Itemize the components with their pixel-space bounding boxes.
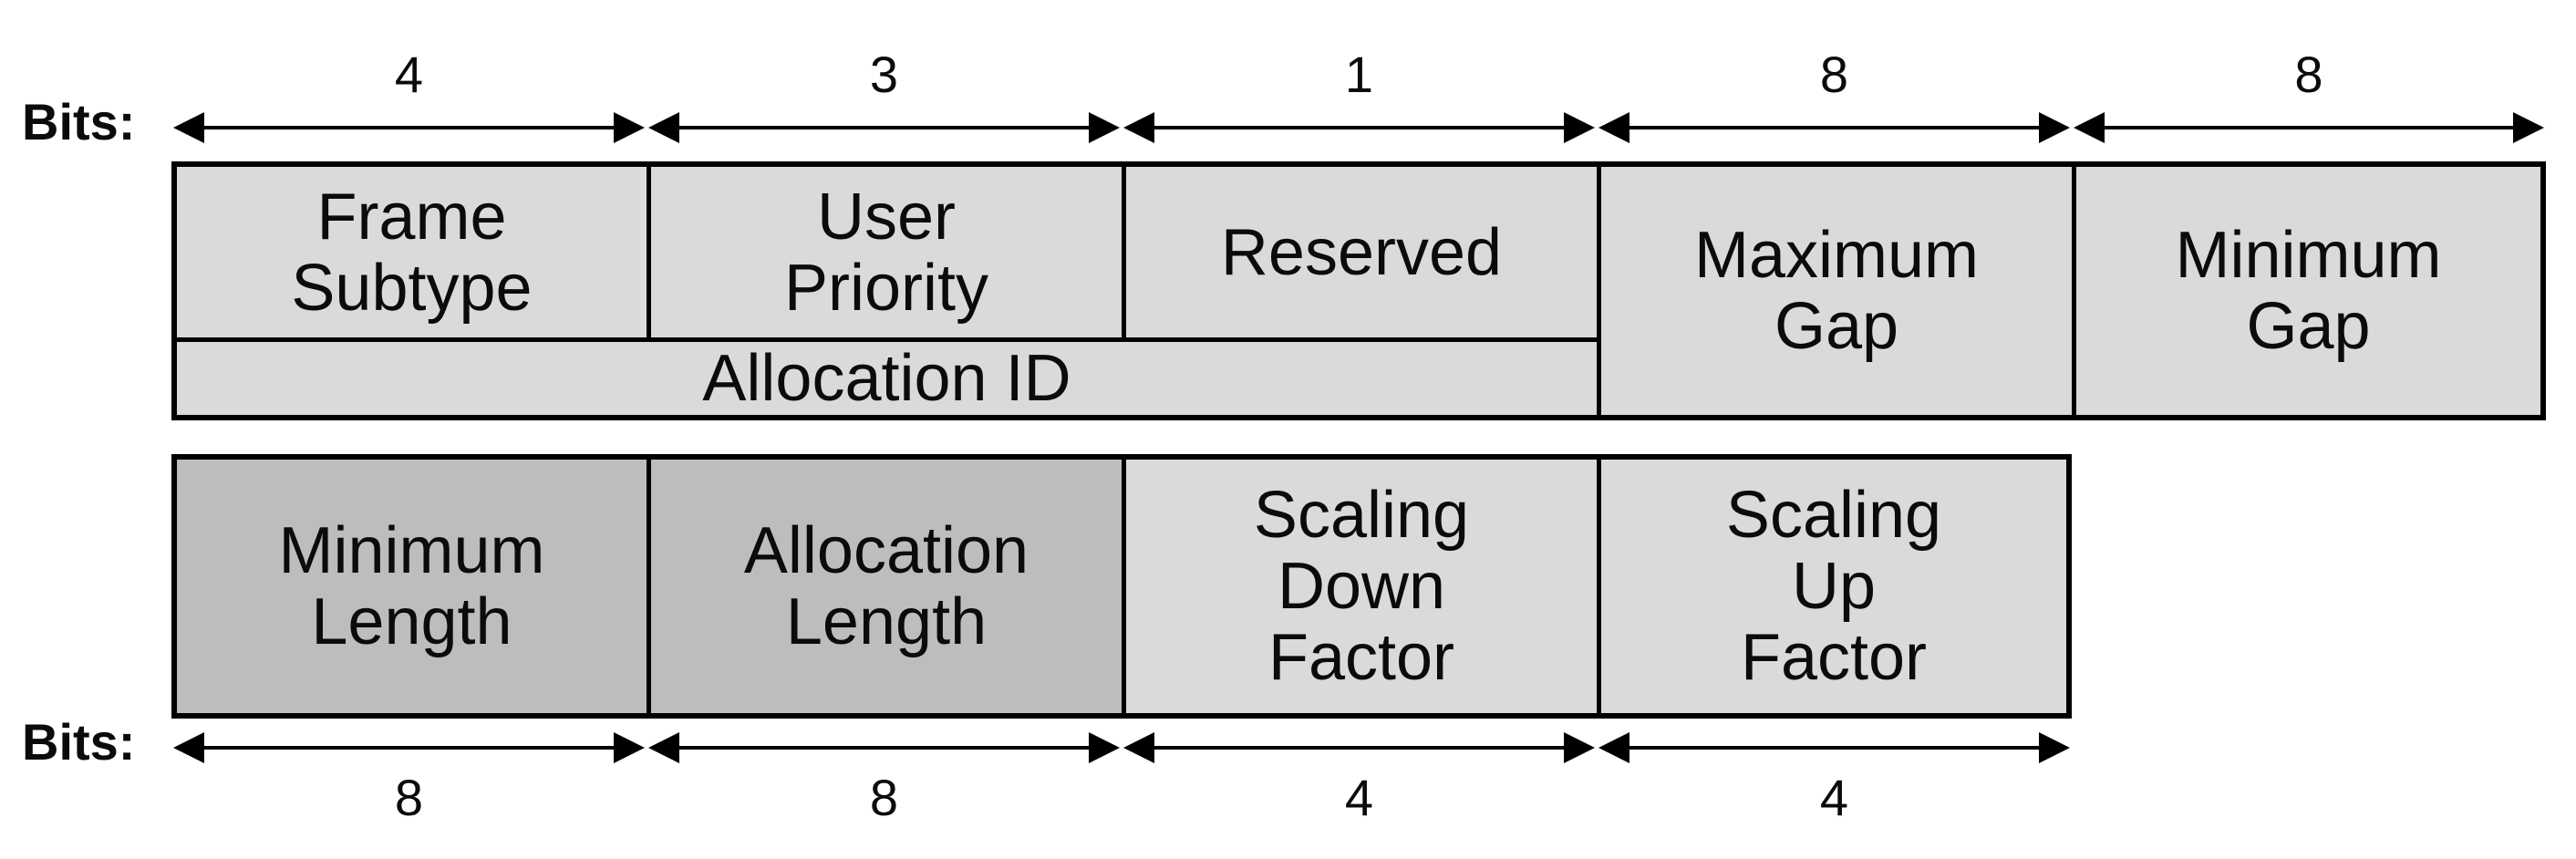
arrowhead-right bbox=[614, 732, 645, 763]
double-headed-arrow bbox=[647, 732, 1122, 763]
arrowhead-left bbox=[648, 112, 679, 143]
arrowhead-right bbox=[2513, 112, 2544, 143]
double-headed-arrow bbox=[1597, 732, 2072, 763]
bit-count: 1 bbox=[1344, 46, 1374, 103]
arrow-line bbox=[1154, 746, 1564, 750]
field-minimum-length: Minimum Length bbox=[177, 460, 651, 713]
bits-label-bottom: Bits: bbox=[22, 713, 136, 771]
bitwidth-minimum-gap: 8 bbox=[2072, 49, 2546, 143]
arrowhead-left bbox=[1598, 112, 1629, 143]
arrow-line bbox=[1154, 126, 1564, 129]
bit-count: 8 bbox=[1819, 46, 1849, 103]
double-headed-arrow bbox=[1122, 732, 1597, 763]
arrowhead-right bbox=[2039, 732, 2070, 763]
double-headed-arrow bbox=[2072, 112, 2546, 143]
field-scaling-down-factor: Scaling Down Factor bbox=[1126, 460, 1601, 713]
double-headed-arrow bbox=[647, 112, 1122, 143]
arrowhead-right bbox=[1089, 112, 1120, 143]
arrowhead-right bbox=[1089, 732, 1120, 763]
field-frame-subtype: Frame Subtype bbox=[177, 167, 651, 337]
arrowhead-left bbox=[1123, 732, 1154, 763]
field-reserved: Reserved bbox=[1220, 215, 1503, 289]
arrow-line bbox=[679, 746, 1089, 750]
arrowhead-left bbox=[1598, 732, 1629, 763]
double-headed-arrow bbox=[171, 732, 647, 763]
bit-count: 4 bbox=[394, 46, 424, 103]
field-scaling-up-factor: Scaling Up Factor bbox=[1725, 479, 1942, 694]
field-maximum-gap: Maximum Gap bbox=[1601, 167, 2076, 415]
arrowhead-left bbox=[173, 112, 204, 143]
bit-count: 3 bbox=[869, 46, 899, 103]
bit-count: 4 bbox=[1344, 769, 1374, 826]
bitwidth-frame-subtype: 4 bbox=[171, 49, 647, 143]
bitwidth-reserved: 1 bbox=[1122, 49, 1597, 143]
arrow-line bbox=[204, 126, 614, 129]
arrowhead-left bbox=[648, 732, 679, 763]
bitwidth-scaling-down-factor: 4 bbox=[1122, 732, 1597, 823]
allocation-id-group: Frame Subtype User Priority Reserved All… bbox=[177, 167, 1601, 415]
arrowhead-right bbox=[1564, 112, 1595, 143]
arrow-line bbox=[1629, 746, 2039, 750]
arrowhead-right bbox=[2039, 112, 2070, 143]
upper-subrow: Frame Subtype User Priority Reserved bbox=[177, 167, 1597, 342]
field-minimum-gap: Minimum Gap bbox=[2175, 219, 2442, 363]
arrow-line bbox=[679, 126, 1089, 129]
arrowhead-right bbox=[614, 112, 645, 143]
field-user-priority: User Priority bbox=[651, 167, 1126, 337]
arrow-line bbox=[1629, 126, 2039, 129]
bitwidth-maximum-gap: 8 bbox=[1597, 49, 2072, 143]
arrow-line bbox=[2105, 126, 2513, 129]
arrowhead-left bbox=[1123, 112, 1154, 143]
arrowhead-right bbox=[1564, 732, 1595, 763]
bitwidth-allocation-length: 8 bbox=[647, 732, 1122, 823]
bit-count: 8 bbox=[2294, 46, 2323, 103]
bitwidth-minimum-length: 8 bbox=[171, 732, 647, 823]
bitwidth-scaling-up-factor: 4 bbox=[1597, 732, 2072, 823]
double-headed-arrow bbox=[1122, 112, 1597, 143]
field-allocation-length: Allocation Length bbox=[651, 460, 1126, 713]
arrowhead-left bbox=[2074, 112, 2105, 143]
bit-count: 8 bbox=[869, 769, 899, 826]
field-allocation-id: Allocation ID bbox=[702, 342, 1071, 415]
field-row-bottom: Minimum Length Allocation Length Scaling… bbox=[171, 454, 2072, 719]
bitwidth-user-priority: 3 bbox=[647, 49, 1122, 143]
double-headed-arrow bbox=[1597, 112, 2072, 143]
bit-count: 8 bbox=[394, 769, 424, 826]
bit-count: 4 bbox=[1819, 769, 1849, 826]
bits-label-top: Bits: bbox=[22, 93, 136, 150]
arrow-line bbox=[204, 746, 614, 750]
double-headed-arrow bbox=[171, 112, 647, 143]
field-row-top: Frame Subtype User Priority Reserved All… bbox=[171, 161, 2546, 420]
arrowhead-left bbox=[173, 732, 204, 763]
